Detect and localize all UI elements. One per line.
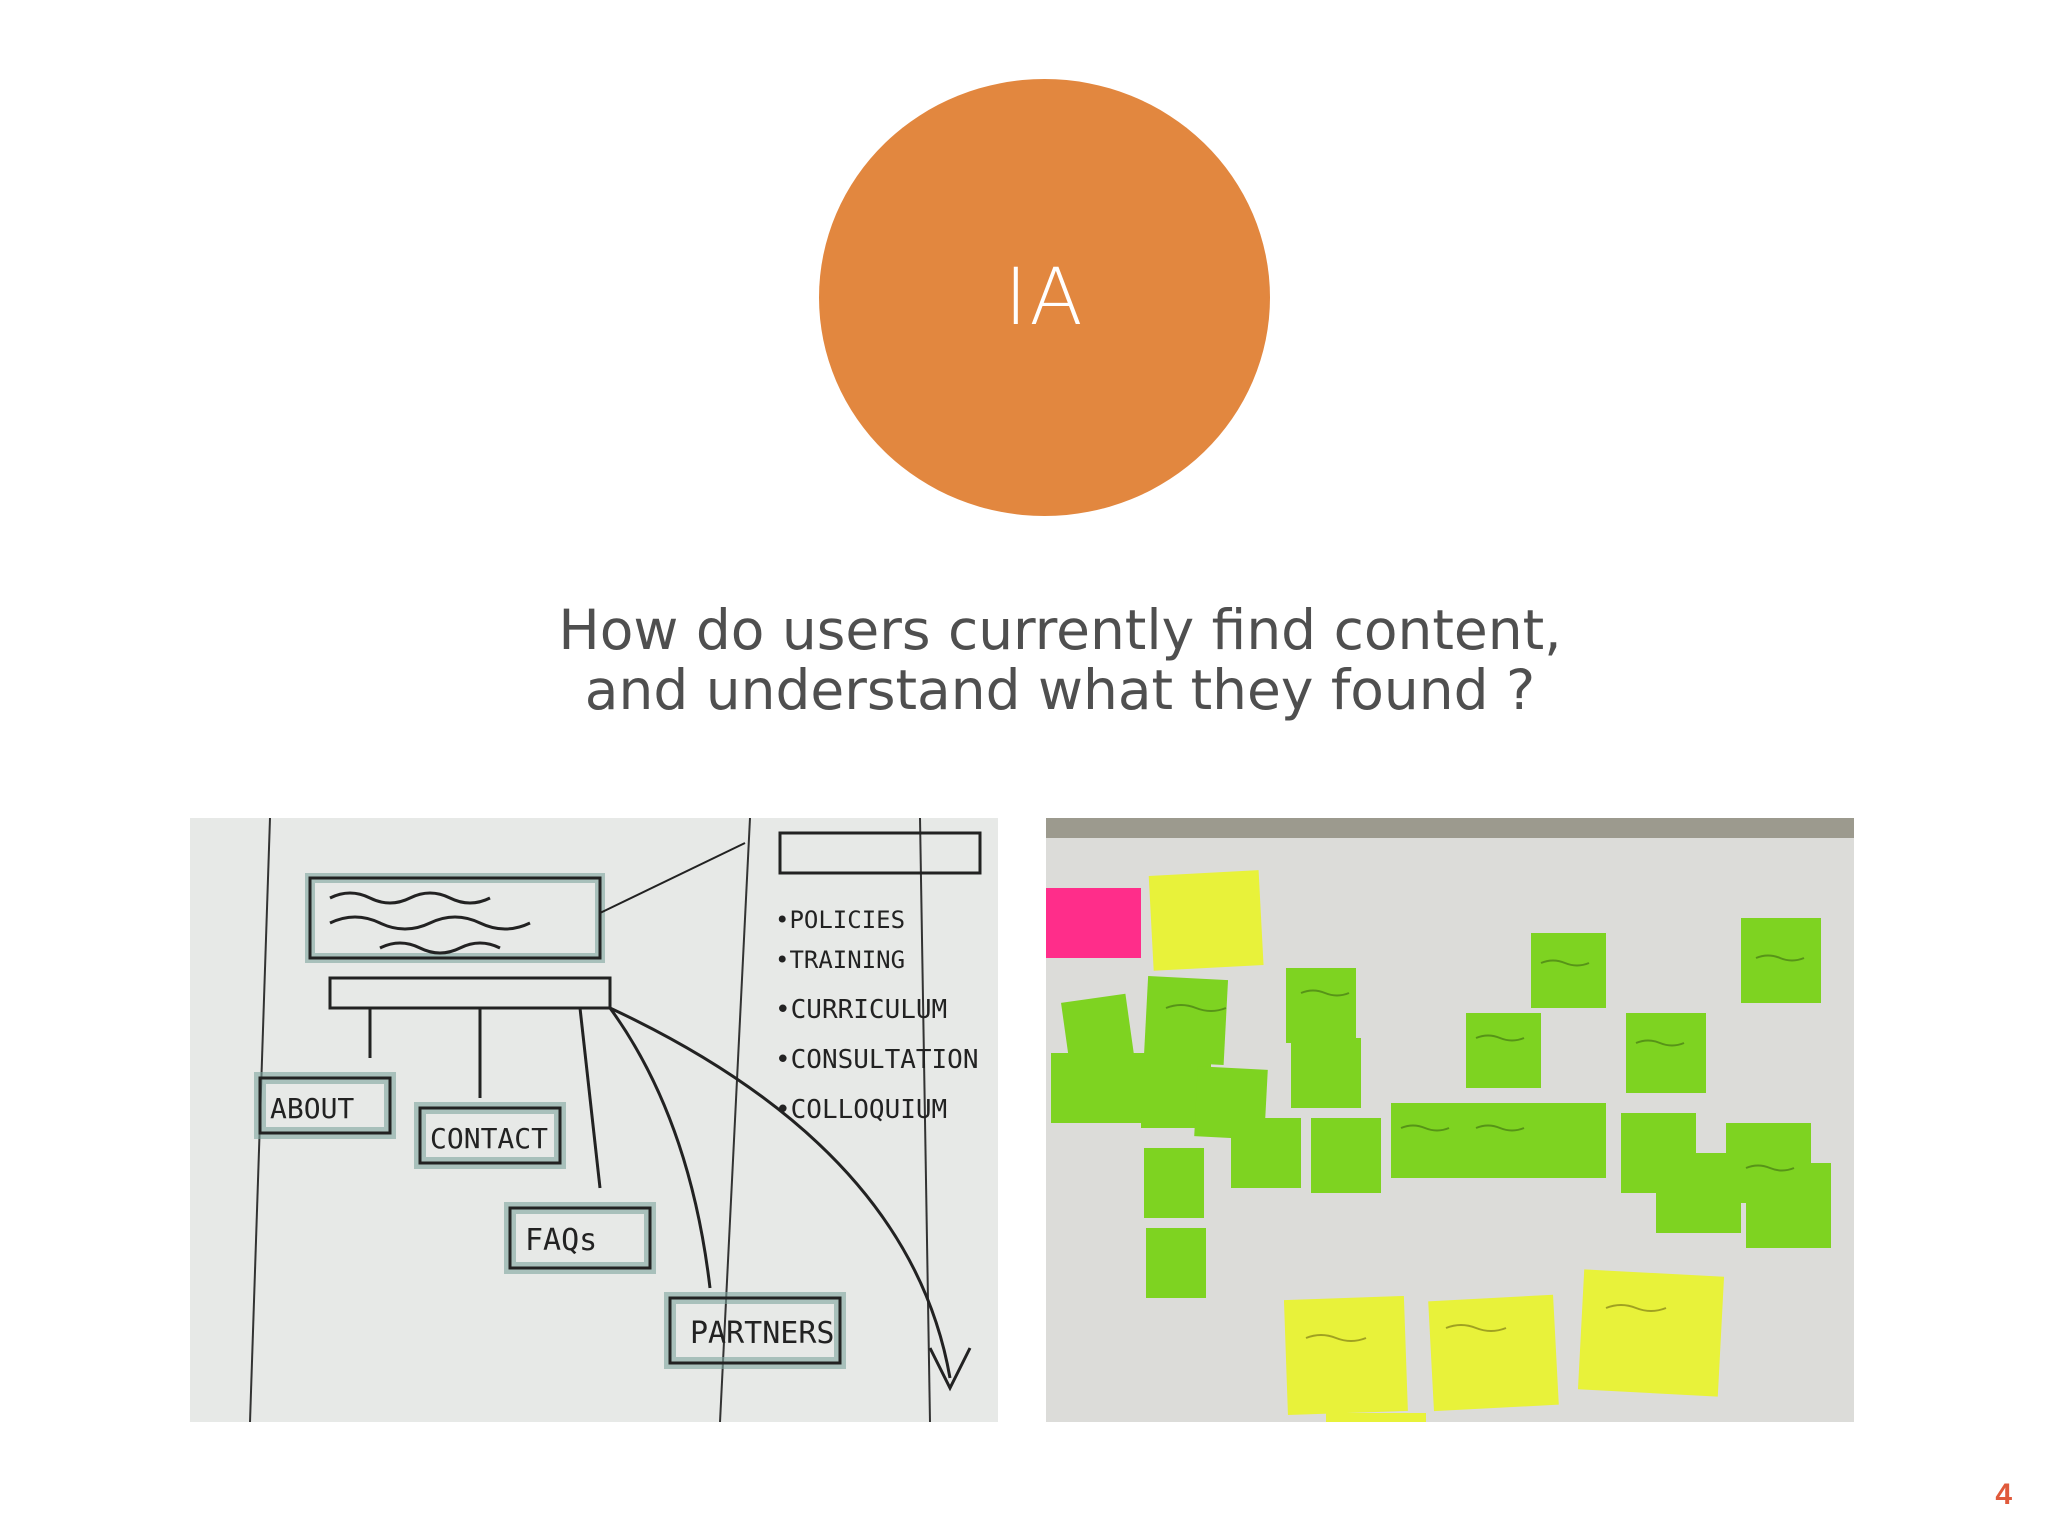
svg-text:•POLICIES: •POLICIES	[775, 906, 905, 934]
circle-label: IA	[1004, 252, 1085, 343]
svg-text:•COLLOQUIUM: •COLLOQUIUM	[775, 1095, 947, 1125]
svg-text:•CURRICULUM: •CURRICULUM	[775, 995, 947, 1025]
question-text: How do users currently find content, and…	[470, 600, 1650, 720]
svg-text:ABOUT: ABOUT	[270, 1092, 354, 1125]
page-number: 4	[1995, 1478, 2012, 1511]
svg-text:CONTACT: CONTACT	[430, 1122, 548, 1155]
whiteboard-sketch-photo: ABOUT CONTACT FAQs PARTNERS •POLICIES •T…	[190, 818, 998, 1422]
svg-text:•TRAINING: •TRAINING	[775, 946, 905, 974]
svg-text:PARTNERS: PARTNERS	[690, 1316, 835, 1351]
sticky-notes-photo	[1046, 818, 1854, 1422]
svg-text:FAQs: FAQs	[525, 1223, 597, 1258]
ia-circle: IA	[819, 79, 1270, 516]
svg-text:•CONSULTATION: •CONSULTATION	[775, 1045, 979, 1075]
question-line-1: How do users currently find content,	[558, 598, 1562, 662]
question-line-2: and understand what they found ?	[584, 658, 1536, 722]
